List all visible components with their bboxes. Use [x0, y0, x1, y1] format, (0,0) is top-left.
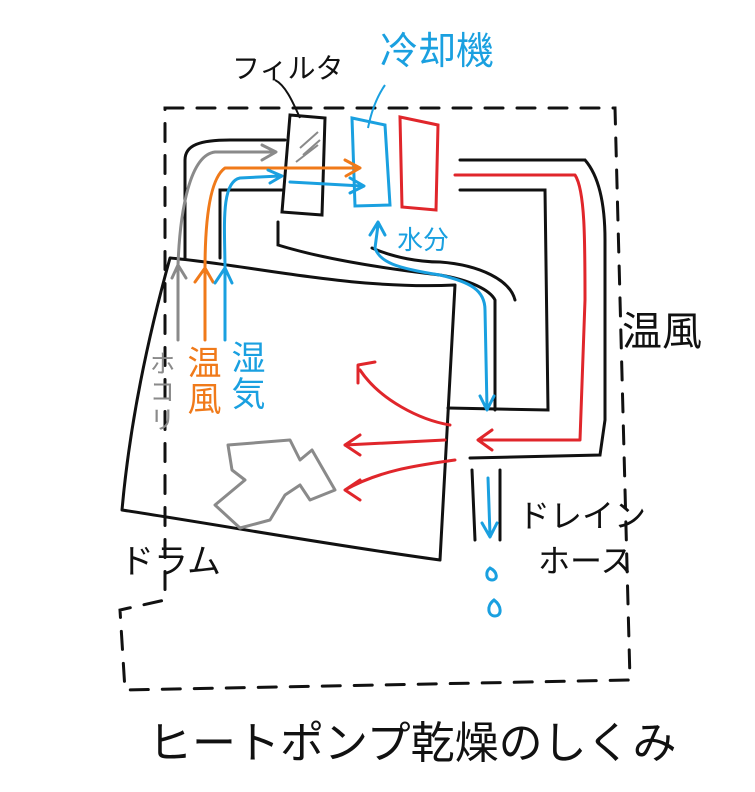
moisture-label: 水分 — [397, 226, 450, 256]
drum-shape — [120, 256, 457, 562]
warm-air-label: 温風 — [622, 309, 702, 355]
humid-air-label: 湿気 — [225, 340, 265, 412]
clothes-shape — [213, 438, 337, 530]
filter-label: フィルタ — [232, 52, 344, 85]
cooler-leader-line — [367, 84, 386, 129]
casing-dashed-outline — [118, 106, 632, 692]
warm-air-orange-label: 温風 — [181, 345, 221, 417]
filter-mesh-lines — [295, 131, 321, 163]
drain-hose-label-line2: ホース — [538, 542, 633, 580]
duct-right-return — [446, 158, 607, 460]
lint-flow-arrow — [170, 143, 278, 342]
cooler-box — [350, 116, 392, 208]
water-flow-arrow — [368, 220, 499, 539]
filter-box — [280, 113, 327, 217]
hot-air-flow-arrow — [343, 173, 587, 502]
drain-hose-label-line1: ドレイン — [518, 497, 647, 535]
drum-label: ドラム — [120, 542, 221, 582]
duct-left-top — [183, 138, 287, 260]
drain-pipe — [470, 468, 502, 542]
lint-label: ホコリ — [145, 350, 175, 434]
humid-air-flow-arrow — [213, 168, 366, 342]
filter-leader-line — [274, 79, 301, 119]
drain-droplet-1 — [485, 566, 498, 582]
heater-box — [398, 115, 440, 212]
diagram-title: ヒートポンプ乾燥のしくみ — [148, 718, 677, 769]
drain-droplet-2 — [487, 598, 502, 618]
warm-air-flow-arrow — [193, 158, 362, 342]
cooler-label: 冷却機 — [380, 29, 495, 73]
